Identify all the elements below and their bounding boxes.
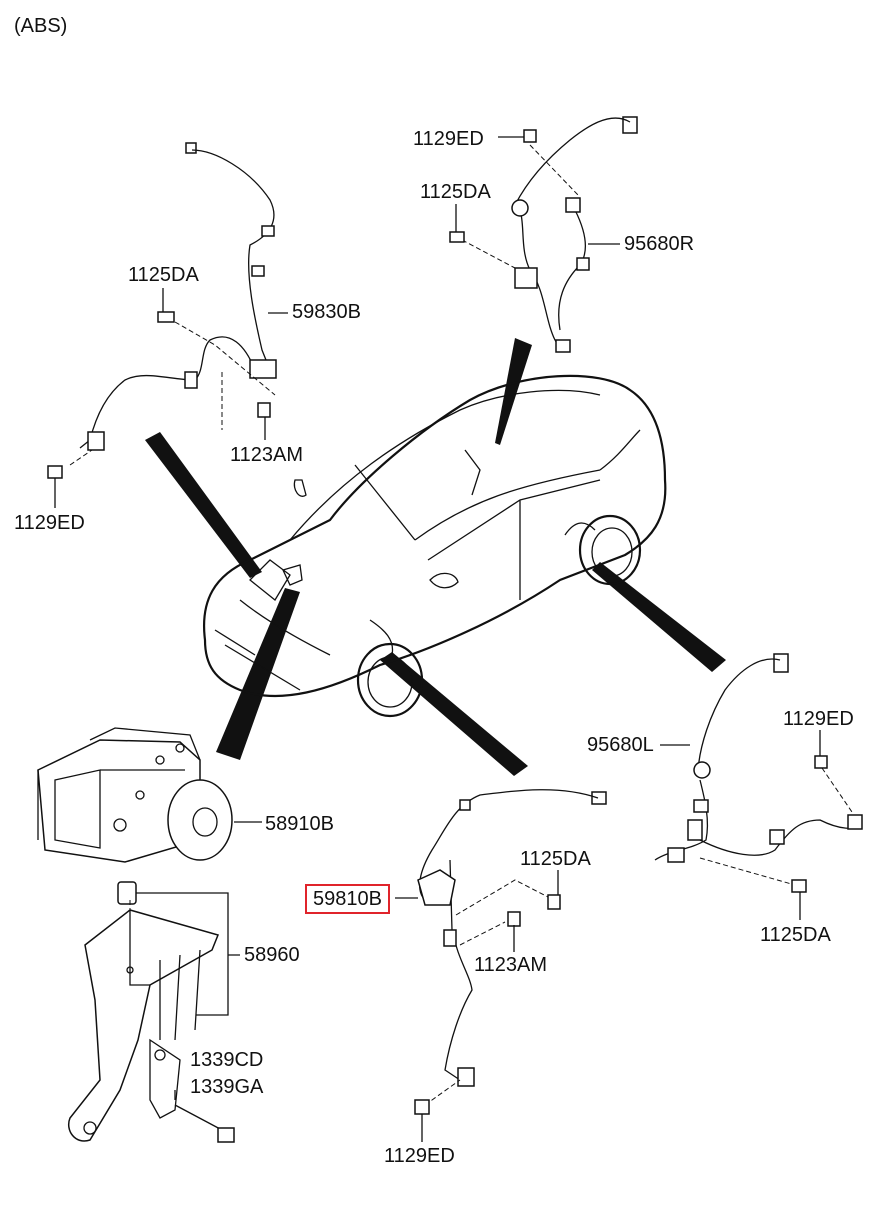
front-right-wheel-sensor [395,789,607,1115]
callout-1339CD[interactable]: 1339CD [190,1049,264,1071]
pointer-wedge-hecu [216,588,300,760]
callout-95680R[interactable]: 95680R [624,233,695,255]
callout-1129ED-rear-left[interactable]: 1129ED [783,708,854,730]
pointer-wedge-rear-right [495,338,532,445]
callout-1125DA-front-right[interactable]: 1125DA [520,848,591,870]
pointer-wedge-rear-left [592,562,726,672]
callout-1125DA-front-left[interactable]: 1125DA [128,264,199,286]
callout-1125DA-rear-right[interactable]: 1125DA [420,181,491,203]
callout-59830B[interactable]: 59830B [292,301,361,323]
section-title: (ABS) [14,15,68,37]
callout-58910B[interactable]: 58910B [265,813,334,835]
callout-1129ED-front-left[interactable]: 1129ED [14,512,85,534]
front-left-wheel-sensor [47,142,277,479]
callout-1123AM-front-left[interactable]: 1123AM [230,444,304,466]
callout-58960[interactable]: 58960 [244,944,300,966]
vehicle-outline [203,374,667,718]
leader-lines [54,136,821,1142]
callout-1129ED-rear-right[interactable]: 1129ED [413,128,484,150]
callout-1123AM-front-right[interactable]: 1123AM [474,954,548,976]
pointer-wedge-front-right [380,652,528,776]
callout-95680L[interactable]: 95680L [587,734,654,756]
callout-1125DA-rear-left[interactable]: 1125DA [760,924,831,946]
rear-left-wheel-sensor [654,653,863,893]
pointer-wedge-front-left [145,432,262,578]
callout-1339GA[interactable]: 1339GA [190,1076,264,1098]
rear-right-wheel-sensor [449,116,638,353]
callout-59810B-highlighted[interactable]: 59810B [305,884,390,914]
hecu-modulator [37,727,262,863]
callout-1129ED-front-right[interactable]: 1129ED [384,1145,455,1167]
hecu-mounting-bracket [68,881,240,1143]
